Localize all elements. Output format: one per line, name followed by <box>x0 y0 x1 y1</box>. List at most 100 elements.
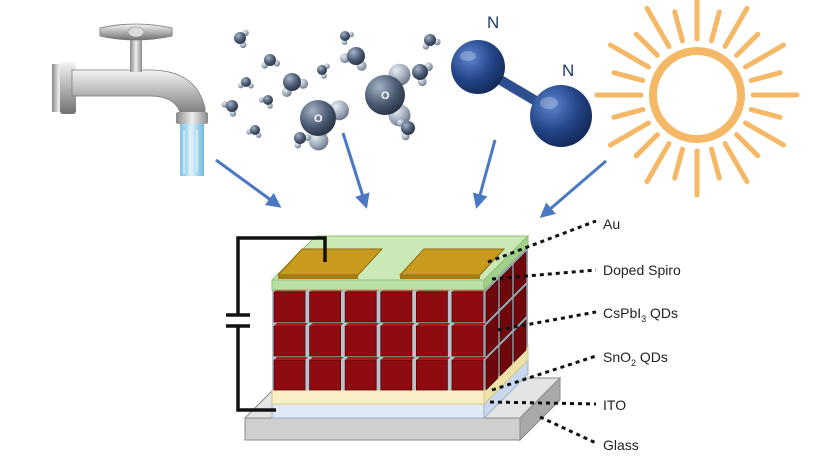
perovskite-side-cube <box>485 313 499 357</box>
perovskite-cube <box>309 291 342 323</box>
perovskite-cube <box>344 325 377 357</box>
ito-layer <box>271 403 485 419</box>
sun-ray <box>748 107 783 120</box>
label-cspbi3-qds: CsPbI3 QDs <box>603 305 679 324</box>
oxygen-label: O <box>314 113 323 125</box>
sun-ray <box>722 141 750 185</box>
nitrogen-atom-right <box>530 85 592 147</box>
perovskite-cube <box>380 325 413 357</box>
perovskite-cube <box>451 359 484 391</box>
water-molecules-icon: OO <box>221 29 441 151</box>
perovskite-side-cube <box>485 347 499 391</box>
arrow-light <box>539 159 607 218</box>
perovskite-cube <box>451 325 484 357</box>
sun-ray <box>709 9 722 44</box>
perovskite-cube <box>273 359 306 391</box>
perovskite-side-cube <box>485 279 499 323</box>
leader-lines <box>487 219 597 445</box>
wire-bottom <box>236 326 276 412</box>
perovskite-cube <box>273 325 306 357</box>
sun-ray <box>611 107 646 120</box>
water-molecule <box>422 34 441 50</box>
water-molecule <box>246 125 262 138</box>
leader-sno2 <box>491 354 597 392</box>
sun-ray <box>743 42 787 70</box>
sun-ray <box>644 5 672 49</box>
perovskite-cube <box>309 359 342 391</box>
perovskite-side-cube <box>499 299 513 343</box>
arrow-water <box>215 158 282 208</box>
sun-ray <box>672 9 685 44</box>
label-au: Au <box>603 216 621 232</box>
water-molecule <box>221 100 238 117</box>
perovskite-cube <box>380 359 413 391</box>
glass-side <box>519 376 561 442</box>
label-sno2-qds: SnO2 QDs <box>603 349 668 368</box>
leader-glass <box>539 415 597 445</box>
water-molecule <box>396 119 415 141</box>
water-molecule <box>238 77 254 89</box>
perovskite-layer <box>272 290 484 390</box>
water-molecule <box>412 62 433 87</box>
sun-ray <box>607 120 651 148</box>
spiro-front <box>271 279 485 291</box>
water-molecule <box>317 63 330 79</box>
sun-ray <box>734 31 761 58</box>
wire-top <box>236 236 327 315</box>
nitrogen-label-right: N <box>562 61 574 80</box>
water-molecule: O <box>300 100 349 151</box>
sun-ray <box>722 5 750 49</box>
sun-ray <box>672 146 685 181</box>
glass-front <box>244 417 521 441</box>
sun-ray <box>748 70 783 83</box>
label-glass: Glass <box>603 437 639 453</box>
leader-cspbi3 <box>497 310 597 332</box>
sun-ray <box>644 141 672 185</box>
label-ito: ITO <box>603 397 627 413</box>
arrows <box>215 132 607 218</box>
sun-ray <box>607 42 651 70</box>
perovskite-cube <box>344 291 377 323</box>
water-molecule <box>259 95 273 109</box>
leader-au <box>487 219 597 264</box>
perovskite-cube <box>344 359 377 391</box>
water-molecule <box>234 29 249 49</box>
nitrogen-molecule-icon: N N <box>451 13 592 147</box>
perovskite-cube <box>309 325 342 357</box>
perovskite-cube <box>415 291 448 323</box>
sun-ray <box>633 132 660 159</box>
perovskite-side-cubes <box>485 251 527 391</box>
faucet-icon <box>52 23 208 176</box>
leader-spiro <box>491 268 597 281</box>
sun-ray <box>611 70 646 83</box>
sun-ray <box>743 120 787 148</box>
sun-ray <box>633 31 660 58</box>
label-doped-spiro: Doped Spiro <box>603 262 681 278</box>
water-molecule <box>281 73 309 97</box>
perovskite-cube <box>451 291 484 323</box>
sun-ray <box>734 132 761 159</box>
arrow-oxygen <box>341 132 370 209</box>
perovskite-cube <box>273 291 306 323</box>
arrow-nitrogen <box>472 139 497 209</box>
perovskite-side-cube <box>513 285 527 329</box>
perovskite-cube <box>415 325 448 357</box>
perovskite-side-cube <box>499 333 513 377</box>
perovskite-cube <box>415 359 448 391</box>
sno2-layer <box>271 389 485 405</box>
water-molecule <box>340 31 354 45</box>
perovskite-cube <box>380 291 413 323</box>
solar-cell-device <box>226 234 562 442</box>
water-molecule <box>261 54 281 69</box>
nitrogen-atom-left <box>451 40 505 94</box>
water-molecule <box>294 132 311 149</box>
leader-ito <box>489 400 597 406</box>
water-molecule: O <box>365 63 411 127</box>
oxygen-label: O <box>381 90 390 102</box>
water-molecule <box>340 47 367 71</box>
nitrogen-label-left: N <box>487 13 499 32</box>
perovskite-side-cube <box>513 319 527 363</box>
sun-ray <box>709 146 722 181</box>
